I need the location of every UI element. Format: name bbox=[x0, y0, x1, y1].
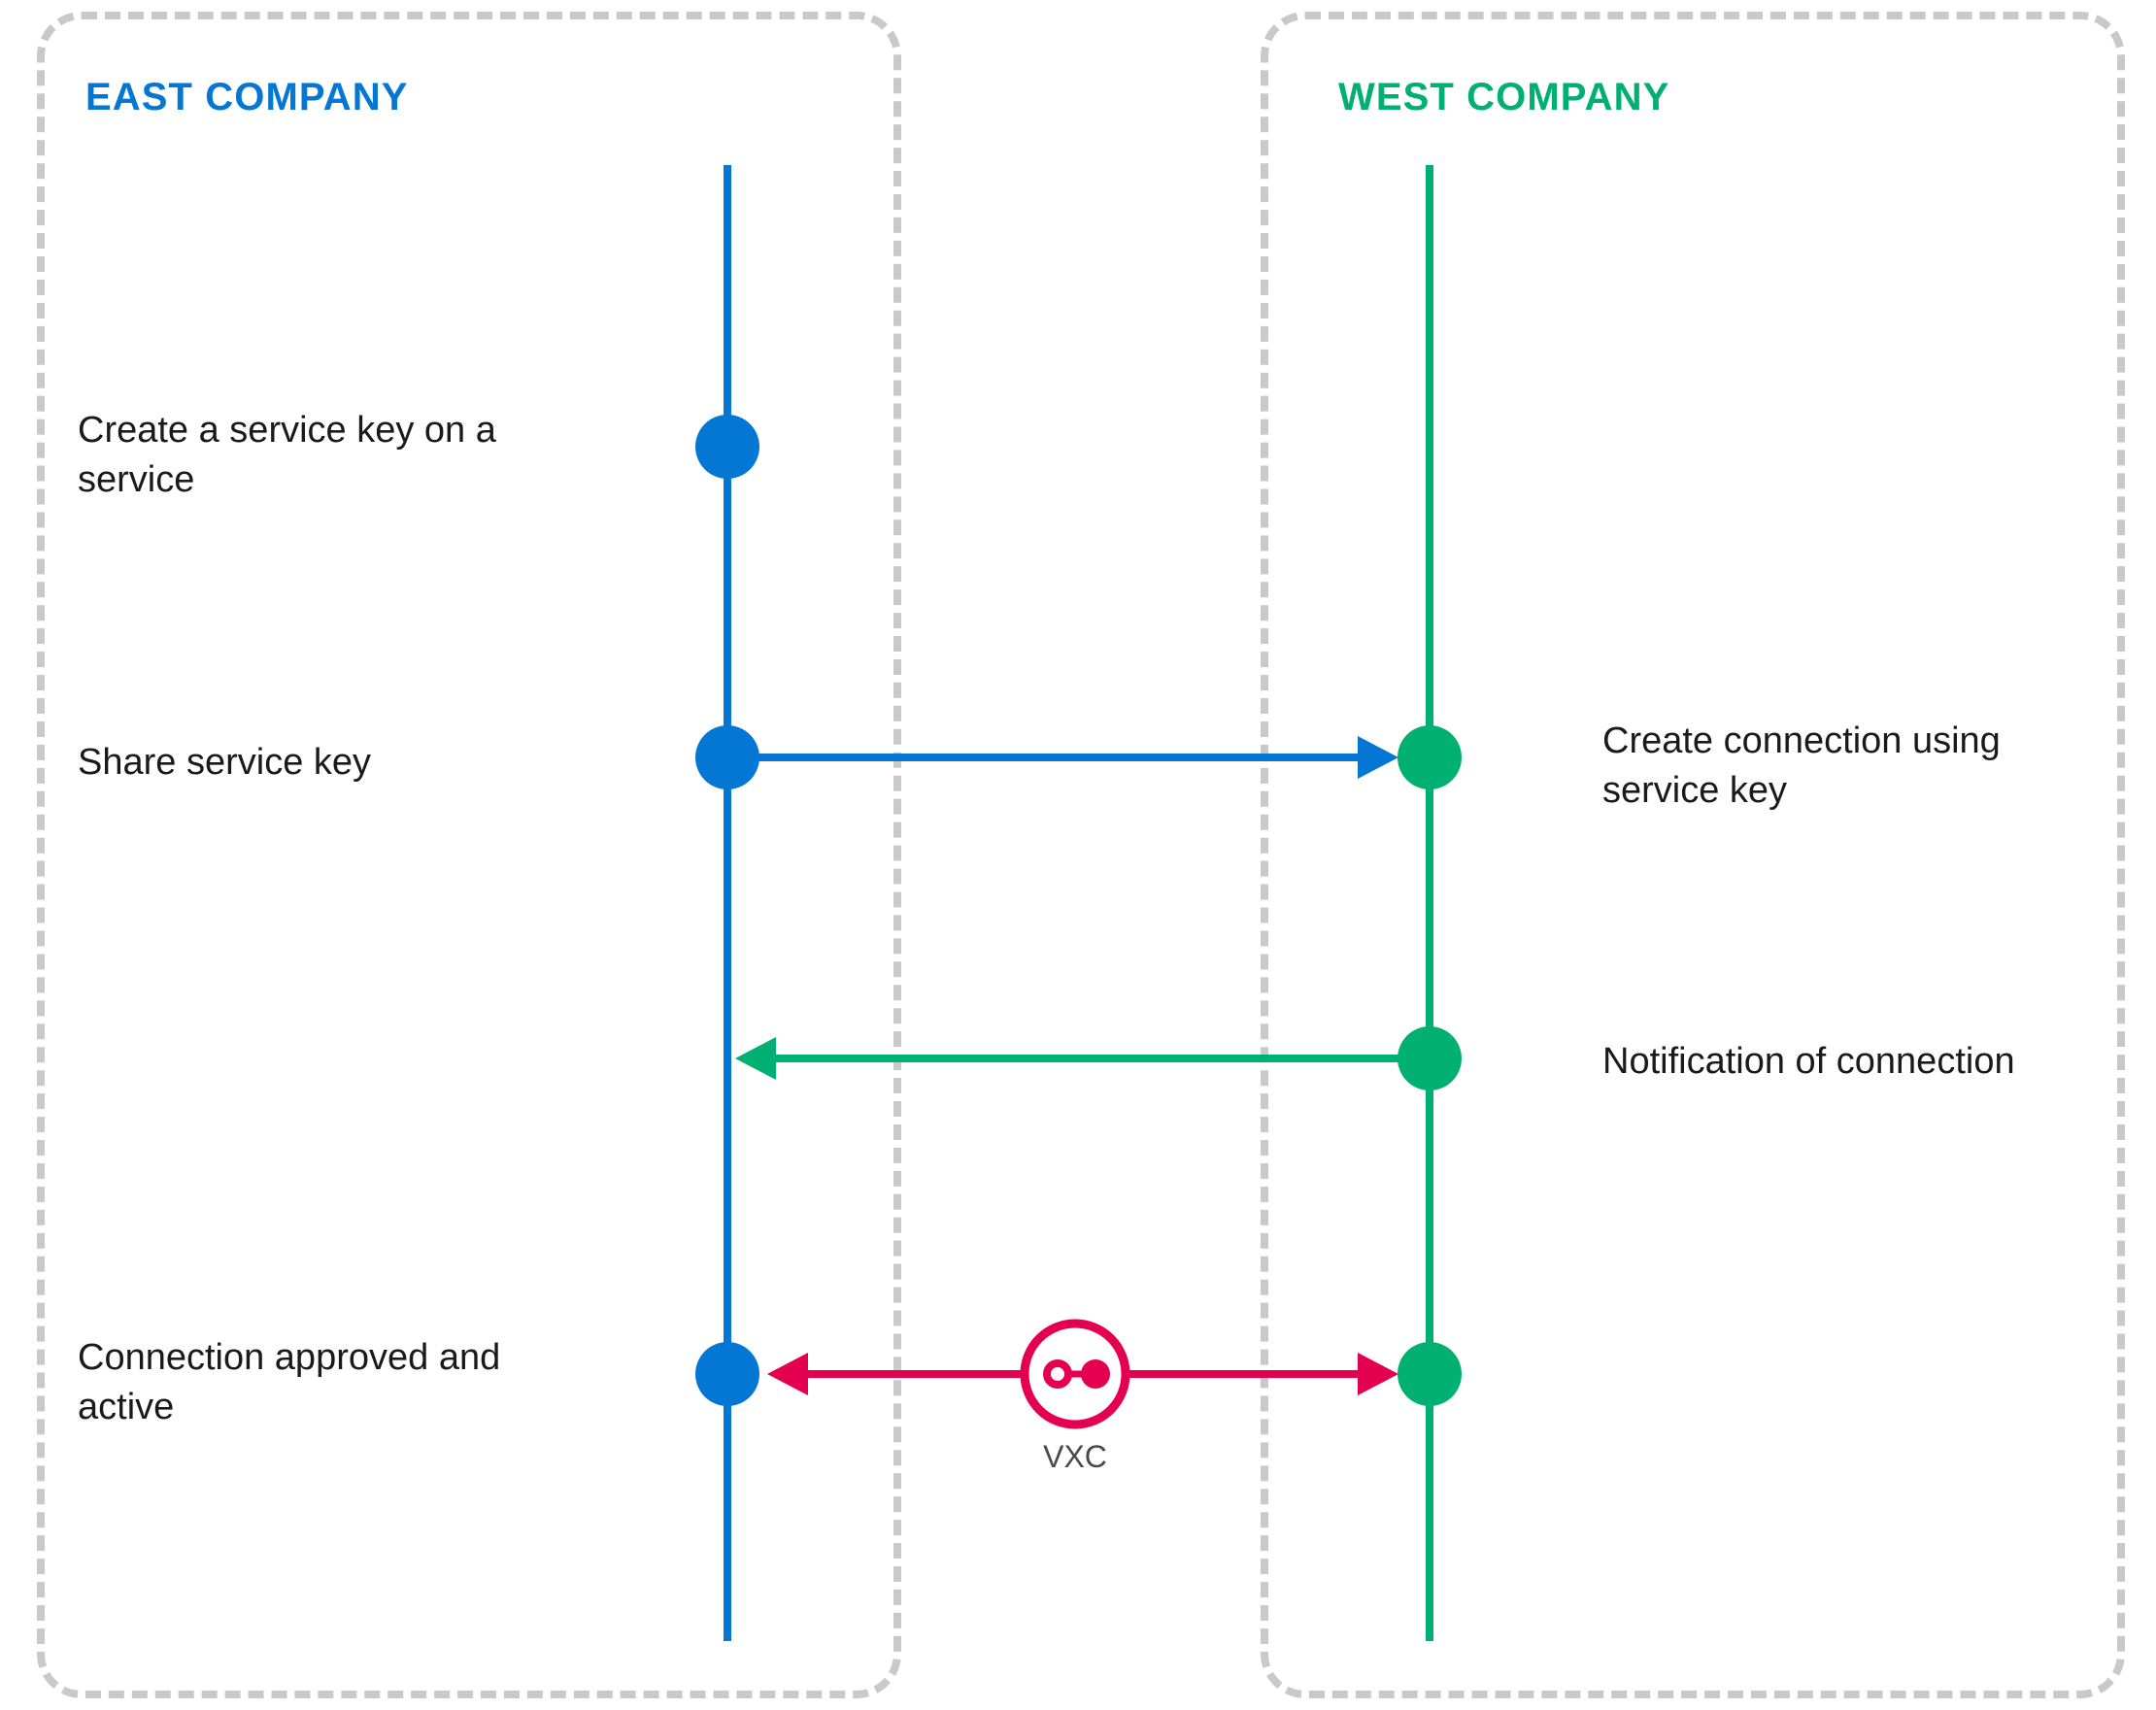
node-west-connection-active[interactable] bbox=[1398, 1342, 1462, 1406]
step-label-notification-of-connection: Notification of connection bbox=[1602, 1041, 2015, 1082]
step-label-create-connection: Create connection using service key bbox=[1602, 721, 2001, 811]
vxc-label: VXC bbox=[1043, 1439, 1107, 1474]
lifeline-west-company bbox=[1426, 165, 1433, 1641]
step-label-connection-approved: Connection approved and active bbox=[78, 1337, 501, 1427]
lane-west-company bbox=[1261, 12, 2125, 1698]
node-east-create-service-key[interactable] bbox=[695, 415, 759, 479]
lane-east-company bbox=[37, 12, 901, 1698]
step-label-share-service-key: Share service key bbox=[78, 742, 372, 783]
vxc-filled-endpoint-icon bbox=[1081, 1359, 1110, 1389]
vxc-open-endpoint-icon bbox=[1043, 1359, 1072, 1389]
node-west-create-connection[interactable] bbox=[1398, 725, 1462, 789]
lane-title-east-company: EAST COMPANY bbox=[85, 76, 409, 118]
lane-title-west-company: WEST COMPANY bbox=[1338, 76, 1670, 118]
node-east-share-service-key[interactable] bbox=[695, 725, 759, 789]
lifeline-east-company bbox=[724, 165, 731, 1641]
vxc-icon[interactable] bbox=[1020, 1319, 1130, 1429]
step-label-create-service-key: Create a service key on a service bbox=[78, 410, 496, 500]
node-west-notification[interactable] bbox=[1398, 1026, 1462, 1090]
node-east-connection-approved[interactable] bbox=[695, 1342, 759, 1406]
vxc-outer-ring bbox=[1020, 1319, 1130, 1429]
